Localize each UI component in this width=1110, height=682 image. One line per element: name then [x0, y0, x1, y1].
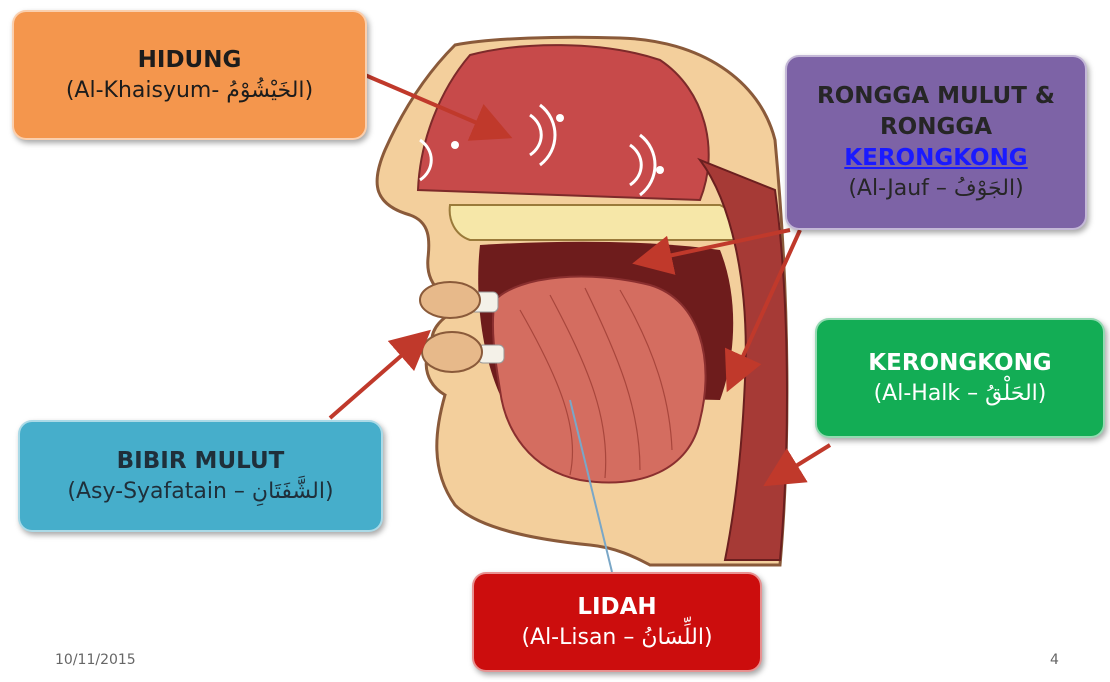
- kerongkong-link[interactable]: KERONGKONG: [844, 143, 1027, 174]
- rongga-line2: RONGGA: [880, 112, 992, 143]
- upper-lip: [420, 282, 480, 318]
- nasal-cavity: [418, 45, 709, 200]
- kerongkong-subtitle: (Al-Halk – الحَلْقُ): [874, 379, 1047, 409]
- bibir-subtitle: (Asy-Syafatain – الشَّفَتَانِ): [67, 477, 333, 507]
- lidah-title: LIDAH: [577, 592, 656, 623]
- page-number: 4: [1050, 652, 1059, 668]
- lidah-subtitle: (Al-Lisan – اللِّسَانُ): [521, 623, 712, 653]
- label-rongga-mulut: RONGGA MULUT & RONGGA KERONGKONG (Al-Jau…: [785, 55, 1087, 230]
- rongga-line1: RONGGA MULUT &: [817, 81, 1055, 112]
- rongga-subtitle: (Al-Jauf – الجَوْفُ): [848, 174, 1023, 204]
- label-kerongkong: KERONGKONG (Al-Halk – الحَلْقُ): [815, 318, 1105, 438]
- label-hidung: HIDUNG (Al-Khaisyum- الخَيْشُوْمُ): [12, 10, 367, 140]
- arrow-bibir: [330, 335, 425, 418]
- palate: [450, 205, 740, 240]
- label-bibir-mulut: BIBIR MULUT (Asy-Syafatain – الشَّفَتَان…: [18, 420, 383, 532]
- kerongkong-title: KERONGKONG: [868, 348, 1051, 379]
- hidung-title: HIDUNG: [138, 45, 242, 76]
- hidung-subtitle: (Al-Khaisyum- الخَيْشُوْمُ): [66, 76, 313, 106]
- bibir-title: BIBIR MULUT: [117, 446, 285, 477]
- footer-date: 10/11/2015: [55, 652, 136, 668]
- lower-lip: [422, 332, 482, 372]
- label-lidah: LIDAH (Al-Lisan – اللِّسَانُ): [472, 572, 762, 672]
